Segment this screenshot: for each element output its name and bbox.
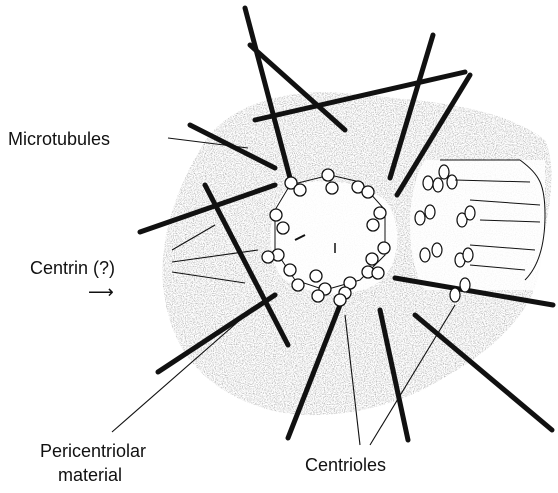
label-centrioles: Centrioles [305, 455, 386, 475]
centrin-arrow-icon: ⟶ [88, 282, 114, 303]
label-centrin: Centrin (?) [30, 258, 115, 278]
label-microtubules: Microtubules [8, 129, 110, 149]
label-pericentriolar-line2: material [58, 465, 122, 485]
label-pericentriolar-line1: Pericentriolar [40, 441, 146, 461]
